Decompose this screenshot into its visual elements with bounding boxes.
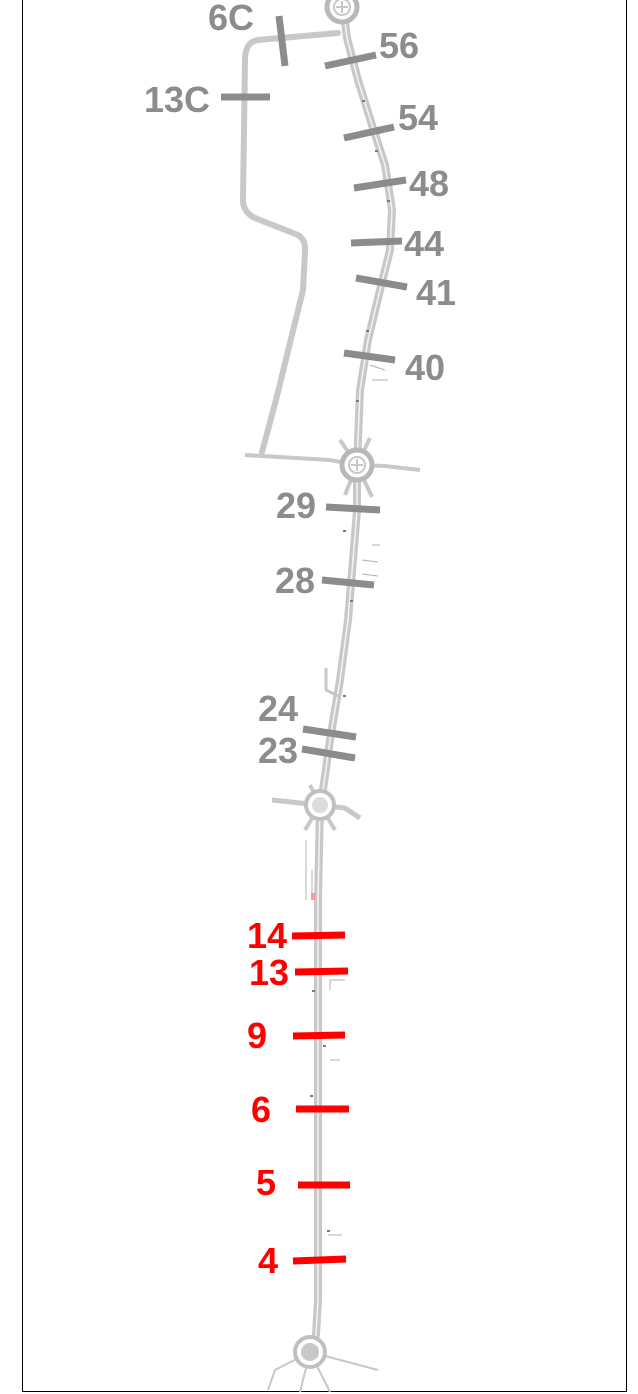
proposed-marker-bar-13 bbox=[294, 967, 349, 976]
roundabout-plus-icon bbox=[339, 447, 375, 483]
existing-marker-label-48: 48 bbox=[409, 163, 450, 204]
existing-marker-label-24: 24 bbox=[258, 688, 299, 729]
existing-marker-bar-6c bbox=[275, 15, 289, 67]
existing-marker-label-54: 54 bbox=[398, 97, 439, 138]
existing-marker-bar-56 bbox=[324, 51, 377, 70]
proposed-marker-label-9: 9 bbox=[247, 1015, 268, 1056]
side-access-road bbox=[240, 30, 341, 455]
existing-marker-bar-41 bbox=[355, 274, 408, 291]
cross-road-middle bbox=[244, 453, 421, 472]
map-frame bbox=[22, 0, 627, 1392]
bottom-branches bbox=[267, 1351, 379, 1393]
main-road bbox=[306, 1, 396, 1356]
existing-marker-bar-28 bbox=[321, 576, 375, 589]
existing-marker-label-28: 28 bbox=[275, 560, 316, 601]
proposed-marker-label-4: 4 bbox=[258, 1240, 279, 1281]
proposed-marker-label-5: 5 bbox=[256, 1162, 277, 1203]
existing-marker-bar-44 bbox=[350, 237, 403, 247]
existing-marker-bar-54 bbox=[343, 123, 395, 142]
red-detail bbox=[311, 893, 315, 900]
existing-marker-label-13c: 13C bbox=[144, 79, 211, 120]
existing-marker-label-23: 23 bbox=[258, 730, 299, 771]
proposed-marker-bar-4 bbox=[292, 1255, 347, 1265]
existing-marker-bar-40 bbox=[343, 349, 396, 364]
side-roads bbox=[305, 364, 388, 1236]
roundabout-plus-icon bbox=[324, 0, 360, 25]
existing-marker-label-40: 40 bbox=[405, 347, 446, 388]
existing-marker-label-41: 41 bbox=[416, 272, 457, 313]
roadside-details bbox=[310, 60, 390, 1232]
existing-marker-label-56: 56 bbox=[379, 25, 420, 66]
existing-marker-bar-48 bbox=[353, 176, 407, 192]
existing-marker-bar-29 bbox=[325, 503, 381, 514]
main-road-edge bbox=[309, 4, 393, 1353]
proposed-marker-label-14: 14 bbox=[247, 915, 288, 956]
existing-marker-bar-24 bbox=[302, 725, 357, 741]
proposed-marker-bar-9 bbox=[292, 1031, 346, 1040]
roundabout-lower bbox=[304, 789, 336, 821]
ramp bbox=[324, 668, 339, 698]
existing-marker-label-44: 44 bbox=[404, 223, 445, 264]
proposed-marker-label-13: 13 bbox=[249, 952, 290, 993]
roundabout-bottom bbox=[293, 1335, 327, 1369]
proposed-marker-label-6: 6 bbox=[251, 1089, 272, 1130]
existing-marker-label-6c: 6C bbox=[208, 0, 255, 38]
existing-marker-label-29: 29 bbox=[276, 485, 317, 526]
existing-marker-bar-23 bbox=[301, 745, 356, 762]
proposed-marker-bar-14 bbox=[291, 931, 346, 940]
